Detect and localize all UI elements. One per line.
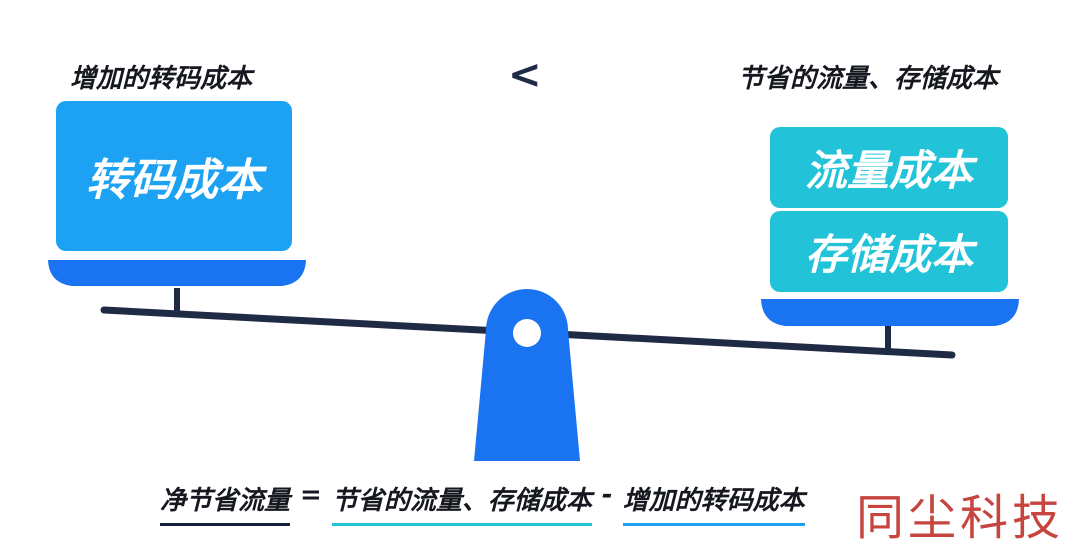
formula-cost: 增加的转码成本: [622, 480, 805, 526]
formula-term: 净节省流量: [160, 480, 291, 526]
formula-savings: 节省的流量、存储成本: [331, 480, 592, 526]
left-pan: [48, 260, 306, 286]
right-pan: [761, 299, 1019, 326]
fulcrum: [474, 289, 580, 461]
left-side-label: 增加的转码成本: [70, 64, 253, 94]
storage-cost-box: 存储成本: [770, 211, 1008, 292]
right-side-label: 节省的流量、存储成本: [738, 64, 999, 94]
formula-equals: =: [300, 480, 322, 510]
traffic-cost-box: 流量成本: [770, 127, 1008, 208]
formula-minus: -: [601, 480, 613, 510]
transcoding-cost-box: 转码成本: [56, 101, 292, 251]
net-savings-formula: 净节省流量 = 节省的流量、存储成本 - 增加的转码成本: [160, 480, 805, 526]
fulcrum-pivot: [513, 319, 541, 347]
watermark: 同尘科技: [856, 490, 1065, 546]
less-than-sign: <: [508, 52, 542, 98]
